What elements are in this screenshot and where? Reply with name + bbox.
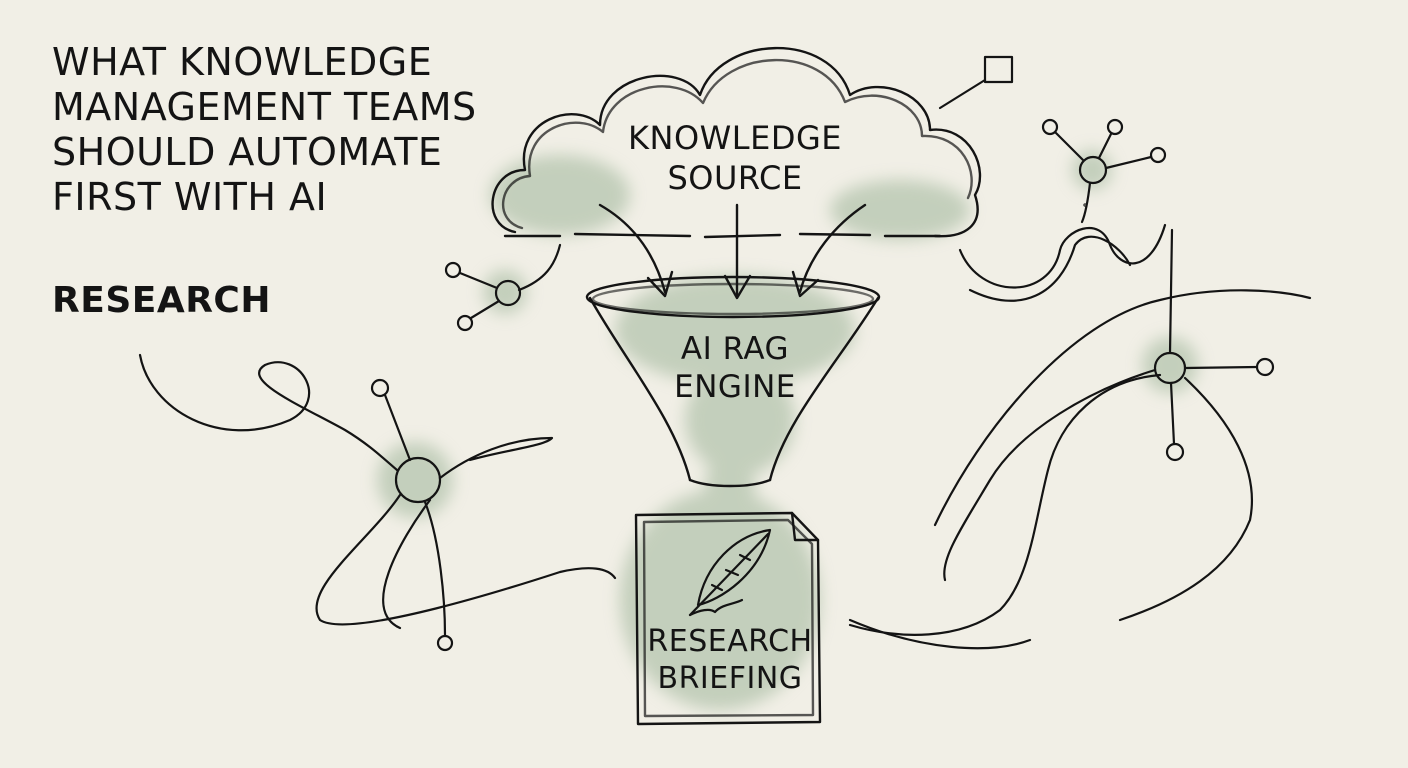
title-line: WHAT KNOWLEDGE (52, 40, 433, 84)
label-line: ENGINE (674, 369, 796, 405)
title-line: FIRST WITH AI (52, 175, 328, 219)
label-line: BRIEFING (657, 661, 803, 696)
rag-engine-label: AI RAG ENGINE (620, 330, 850, 406)
title-line: SHOULD AUTOMATE (52, 130, 443, 174)
research-briefing-label: RESEARCH BRIEFING (630, 623, 830, 697)
knowledge-source-label: KNOWLEDGE SOURCE (590, 118, 880, 198)
label-line: RESEARCH (647, 624, 813, 659)
title-line: MANAGEMENT TEAMS (52, 85, 477, 129)
label-line: SOURCE (667, 159, 803, 197)
funnel-icon (585, 275, 881, 488)
label-line: KNOWLEDGE (628, 119, 842, 157)
cloud-icon (491, 46, 982, 239)
section-label: RESEARCH (52, 280, 271, 321)
quill-icon (688, 528, 772, 617)
page-title: WHAT KNOWLEDGE MANAGEMENT TEAMS SHOULD A… (52, 40, 477, 220)
network-node-icon (138, 55, 1312, 652)
document-icon (634, 511, 822, 726)
label-line: AI RAG (680, 331, 790, 367)
